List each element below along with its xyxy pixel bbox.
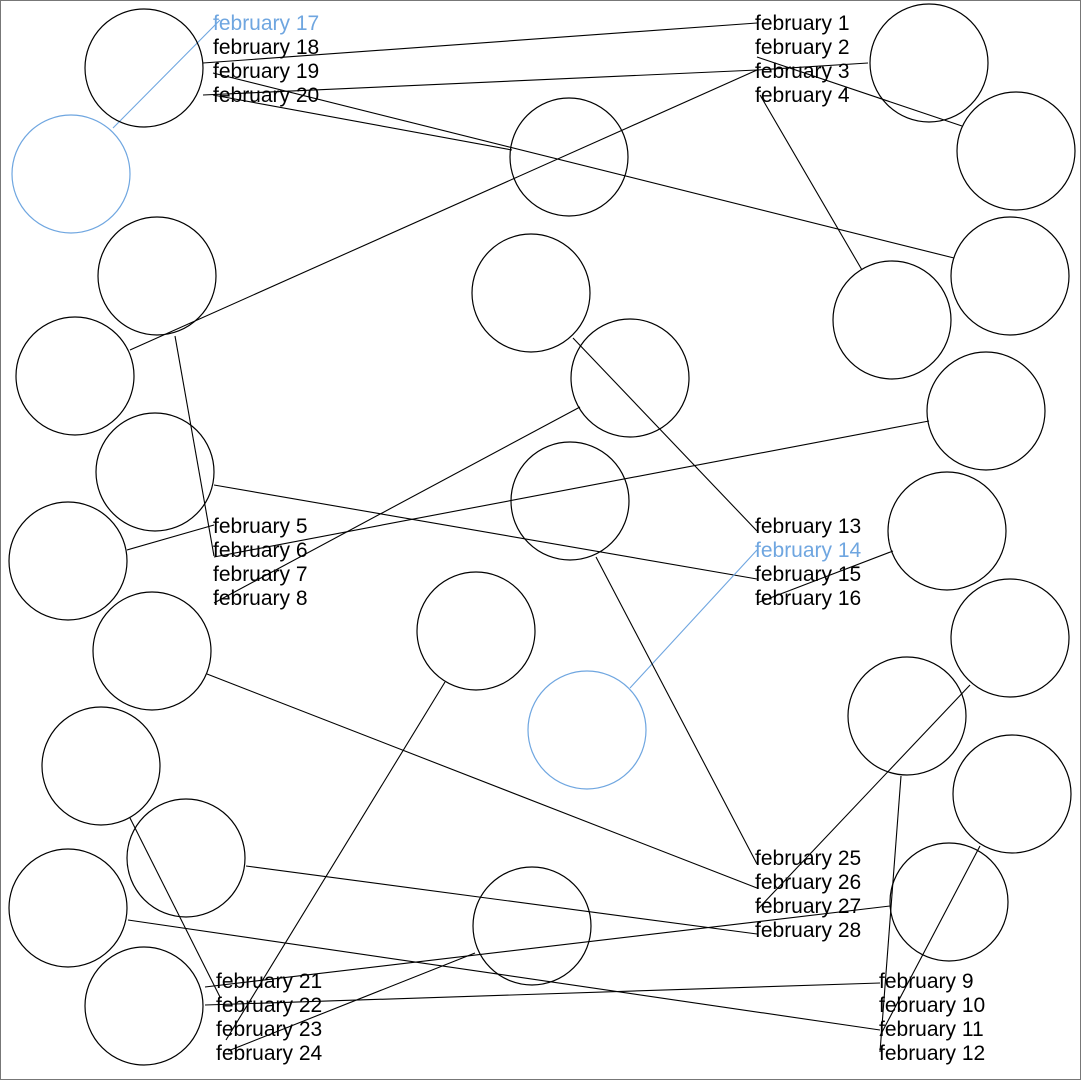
circle-node[interactable] [84,8,204,128]
connector-line [212,94,513,151]
date-label[interactable]: february 5 [213,515,308,538]
connector-line [756,56,963,127]
circle-node[interactable] [126,798,246,918]
date-label[interactable]: february 2 [755,36,850,59]
date-label[interactable]: february 6 [213,539,308,562]
circle-node[interactable] [832,260,952,380]
date-label[interactable]: february 17 [213,12,319,35]
date-label[interactable]: february 16 [755,587,861,610]
circle-node[interactable] [11,114,131,234]
circle-nodes [8,3,1076,1066]
connector-line [213,484,758,580]
connector-line [572,337,758,532]
circle-node[interactable] [527,670,647,790]
connector-line [202,22,758,64]
connector-line [174,335,215,557]
date-label[interactable]: february 13 [755,515,861,538]
date-label[interactable]: february 28 [755,919,861,942]
date-label[interactable]: february 9 [879,970,974,993]
circle-node[interactable] [926,351,1046,471]
date-label[interactable]: february 7 [213,563,308,586]
connector-line [126,524,215,551]
date-label[interactable]: february 14 [755,539,862,562]
date-label[interactable]: february 3 [755,60,850,83]
connector-line [213,406,581,604]
circle-node[interactable] [887,471,1007,591]
connector-line [129,817,221,998]
circle-node[interactable] [92,591,212,711]
connector-line [204,905,891,988]
connector-line [879,775,902,1053]
connector-line [756,550,894,604]
circle-node[interactable] [471,233,591,353]
date-label[interactable]: february 25 [755,847,861,870]
connector-line [127,919,881,1031]
date-label[interactable]: february 27 [755,895,861,918]
circle-node[interactable] [847,656,967,776]
circle-node[interactable] [510,441,630,561]
date-label[interactable]: february 10 [879,994,985,1017]
date-label[interactable]: february 1 [755,12,850,35]
circle-node[interactable] [950,578,1070,698]
connector-line [756,62,869,71]
date-label[interactable]: february 24 [216,1042,323,1065]
circle-node[interactable] [952,734,1072,854]
connector-line [879,845,981,1037]
circle-node[interactable] [95,412,215,532]
circle-node[interactable] [956,91,1076,211]
circle-node[interactable] [889,842,1009,962]
date-label[interactable]: february 21 [216,970,322,993]
date-label[interactable]: february 18 [213,36,319,59]
circle-node[interactable] [570,318,690,438]
circle-node[interactable] [15,316,135,436]
connector-line [206,673,758,889]
connector-line [245,865,758,935]
date-label[interactable]: february 19 [213,60,319,83]
circle-node[interactable] [472,866,592,986]
circle-node[interactable] [97,216,217,336]
circle-node[interactable] [950,216,1070,336]
date-label[interactable]: february 11 [879,1018,984,1041]
connector-line [204,982,881,1006]
connector-line [212,72,955,259]
connector-lines [112,19,981,1053]
date-label[interactable]: february 22 [216,994,322,1017]
date-label[interactable]: february 15 [755,563,861,586]
date-label[interactable]: february 20 [213,84,319,107]
circle-node[interactable] [41,706,161,826]
circle-node[interactable] [416,571,536,691]
date-label[interactable]: february 23 [216,1018,322,1041]
circle-node[interactable] [8,848,128,968]
connector-line [629,549,758,689]
circle-node[interactable] [8,501,128,621]
connector-line [756,684,971,911]
connector-line [213,420,930,558]
connector-line [112,19,221,129]
date-label[interactable]: february 4 [755,84,850,107]
circle-node[interactable] [509,97,629,217]
connector-line [595,556,758,865]
connector-line [227,952,476,1052]
date-label[interactable]: february 26 [755,871,861,894]
connector-line [129,69,758,351]
date-label[interactable]: february 12 [879,1042,985,1065]
circle-node[interactable] [869,3,989,123]
connector-line [202,69,758,96]
circle-node[interactable] [84,946,204,1066]
date-label[interactable]: february 8 [213,587,308,610]
connector-line [759,94,863,271]
